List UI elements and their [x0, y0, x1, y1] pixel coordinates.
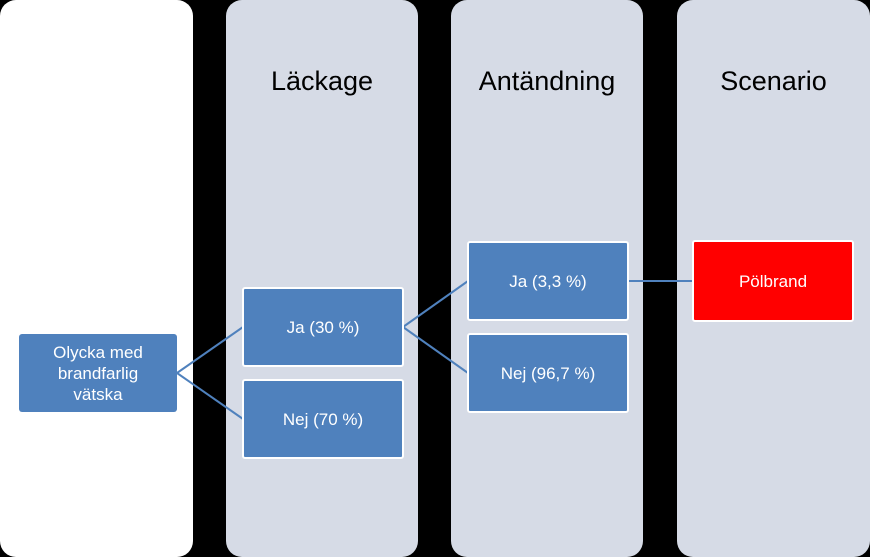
- node-lackage-nej-label: Nej (70 %): [282, 409, 364, 429]
- connector-leak-yes-ignition-yes: [402, 280, 469, 328]
- connector-leak-yes-ignition-no: [402, 326, 469, 374]
- node-antandning-ja: Ja (3,3 %): [467, 241, 629, 321]
- column-heading-antandning: Antändning: [478, 66, 616, 96]
- node-lackage-ja-label: Ja (30 %): [286, 317, 360, 337]
- node-scenario-polbrand: Pölbrand: [692, 240, 854, 322]
- column-heading-lackage: Läckage: [270, 66, 374, 96]
- node-antandning-nej-label: Nej (96,7 %): [500, 363, 596, 383]
- column-heading-scenario: Scenario: [720, 66, 827, 96]
- node-lackage-nej: Nej (70 %): [242, 379, 404, 459]
- node-antandning-ja-label: Ja (3,3 %): [509, 271, 587, 291]
- column-lackage: Läckage: [226, 0, 418, 557]
- connector-root-leak-yes: [176, 326, 244, 374]
- connector-root-leak-no: [176, 372, 244, 420]
- node-scenario-polbrand-label: Pölbrand: [738, 271, 808, 291]
- column-start: [0, 0, 193, 557]
- node-antandning-nej: Nej (96,7 %): [467, 333, 629, 413]
- node-olycka-label: Olycka med brandfarlig vätska: [53, 342, 143, 404]
- node-olycka: Olycka med brandfarlig vätska: [19, 334, 177, 412]
- node-lackage-ja: Ja (30 %): [242, 287, 404, 367]
